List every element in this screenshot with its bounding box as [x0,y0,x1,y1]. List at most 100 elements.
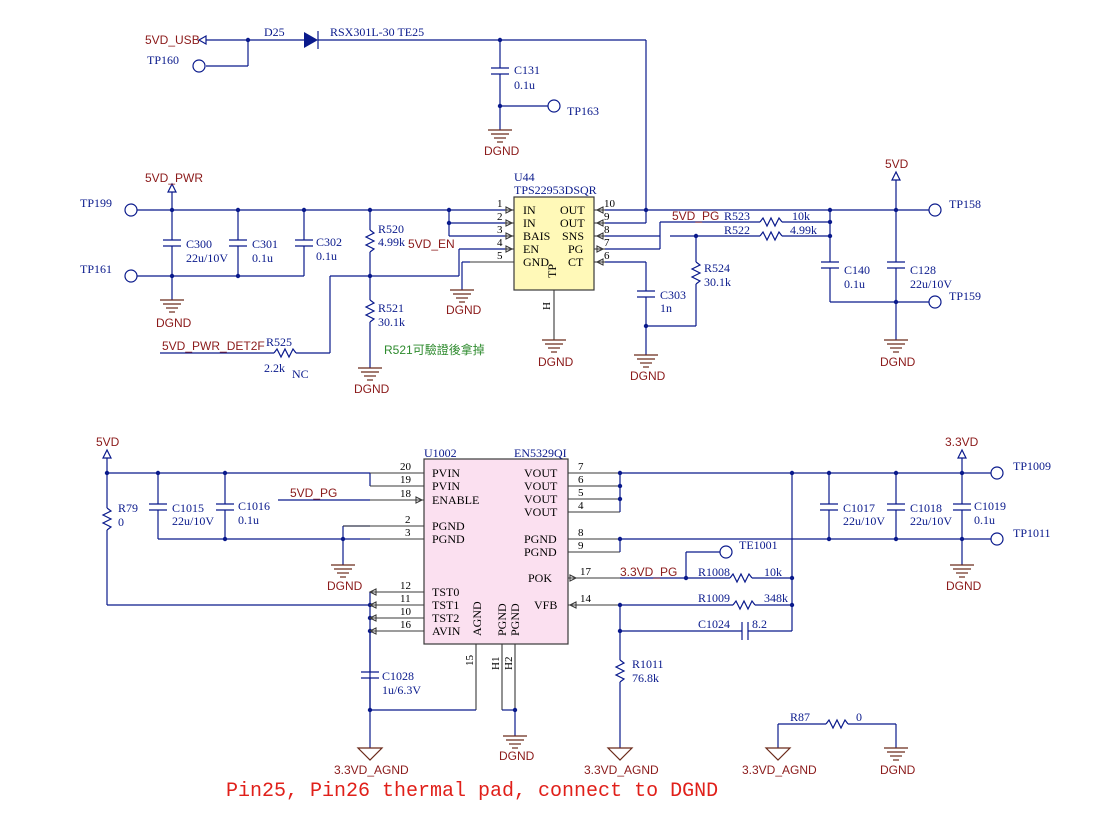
testpoint-tp199 [124,203,138,217]
label-r522-ref: R522 [724,223,750,237]
label-c1017-value: 22u/10V [843,514,885,528]
label-r1008-ref: R1008 [698,565,730,579]
u1002-bottom-pins: AGND PGND PGND 15 H1 H2 [464,601,522,710]
label-c1028-ref: C1028 [382,669,414,683]
u1002-pin-num: 16 [400,619,412,631]
label-c1019-ref: C1019 [974,499,1006,513]
port-5vd-arrow [102,448,112,459]
u44-pin-name: OUT [560,203,585,217]
label-c302-value: 0.1u [316,249,337,263]
u44-tp-label: TP [545,264,559,278]
label-dgnd: DGND [499,749,535,763]
label-r1011-ref: R1011 [632,657,664,671]
label-c300-ref: C300 [186,237,212,251]
net-label-5vd-pg: 5VD_PG [290,486,337,500]
label-r79-value: 0 [118,515,124,529]
dgnd-symbol [450,289,474,303]
diode-d25 [304,31,319,49]
label-c301-ref: C301 [252,237,278,251]
u1002-pin-name: AGND [470,601,484,636]
testpoint-tp161 [124,269,138,283]
label-r87-ref: R87 [790,710,810,724]
label-c1017-ref: C1017 [843,501,875,515]
resistor-r520 [364,229,376,253]
label-dgnd: DGND [946,579,982,593]
resistor-r1008 [729,572,753,584]
label-c1028-value: 1u/6.3V [382,683,421,697]
label-c140-ref: C140 [844,263,870,277]
net-label-3v3vd-pg: 3.3VD_PG [620,565,677,579]
label-3v3vd-agnd: 3.3VD_AGND [584,763,659,777]
label-r521-ref: R521 [378,301,404,315]
label-tp163: TP163 [567,104,599,118]
label-c128-value: 22u/10V [910,277,952,291]
testpoint-tp1011 [990,532,1004,546]
label-3v3vd-agnd: 3.3VD_AGND [334,763,409,777]
annotation-thermal-pad: Pin25, Pin26 thermal pad, connect to DGN… [226,780,718,803]
label-u1002-part: EN5329QI [514,446,567,460]
label-r520-value: 4.99k [378,235,405,249]
net-label-5vd-pg: 5VD_PG [672,209,719,223]
u44-pin-name: PG [568,242,584,256]
label-c300-value: 22u/10V [186,251,228,265]
u1002-pin-num: 20 [400,461,412,473]
u1002-pin-num: 2 [405,514,411,526]
section-usb-input: 5VD_USB TP160 D25 RSX301L-30 TE25 C131 0… [145,25,647,210]
u1002-pin-num: 8 [578,527,584,539]
label-c128-ref: C128 [910,263,936,277]
label-u44-ref: U44 [514,170,535,184]
dgnd-symbol [503,735,527,749]
label-c303-value: 1n [660,301,672,315]
dgnd-symbol [160,299,184,313]
annotation-r521-note: R521可驗證後拿掉 [384,342,485,357]
resistor-r87 [825,718,849,730]
u1002-pin-name: VOUT [524,492,558,506]
net-label-5vd-pwr: 5VD_PWR [145,171,203,185]
u1002-pin-num: 14 [580,593,592,605]
label-c1019-value: 0.1u [974,513,995,527]
label-d25-part: RSX301L-30 TE25 [330,25,424,39]
u44-pin-name: GND [523,255,549,269]
u1002-pin-num: 19 [400,474,412,486]
u1002-pin-name: VOUT [524,479,558,493]
u1002-pin-num: H1 [490,657,502,670]
label-c303-ref: C303 [660,288,686,302]
label-c1016-ref: C1016 [238,499,270,513]
net-label-5vd: 5VD [885,157,909,171]
u44-pin-num: 7 [604,237,610,249]
u1002-pin-num: 17 [580,566,592,578]
u44-pin-num: 9 [604,211,610,223]
label-tp158: TP158 [949,197,981,211]
label-r79-ref: R79 [118,501,138,515]
net-label-5vd: 5VD [96,435,120,449]
u44-pin-num: 6 [604,250,610,262]
dgnd-symbol [884,747,908,761]
ic-u44 [513,196,595,291]
label-c1018-value: 22u/10V [910,514,952,528]
label-dgnd: DGND [538,355,574,369]
label-c1016-value: 0.1u [238,513,259,527]
port-5vd-usb-arrow [197,34,207,46]
label-r524-ref: R524 [704,261,730,275]
agnd-symbol [606,747,634,761]
u1002-pin-name: PGND [508,603,522,636]
u1002-pin-num: 11 [400,593,411,605]
u1002-pin-name: PGND [524,545,557,559]
u1002-pin-num: H2 [503,657,515,670]
u1002-pin-num: 12 [400,580,411,592]
u44-pin-name: IN [523,203,536,217]
testpoint-tp159 [928,295,942,309]
u1002-pin-name: POK [528,571,552,585]
u1002-pin-name: PVIN [432,466,460,480]
u1002-pin-num: 6 [578,474,584,486]
u1002-pin-name: TST0 [432,585,459,599]
net-label-5vd-en: 5VD_EN [408,237,455,251]
dgnd-symbol [331,564,355,578]
testpoint-tp158 [928,203,942,217]
u1002-pin-name: PGND [432,519,465,533]
u1002-pin-num: 5 [578,487,584,499]
u1002-pin-name: AVIN [432,624,461,638]
port-3v3vd-arrow [957,448,967,459]
label-tp199: TP199 [80,196,112,210]
